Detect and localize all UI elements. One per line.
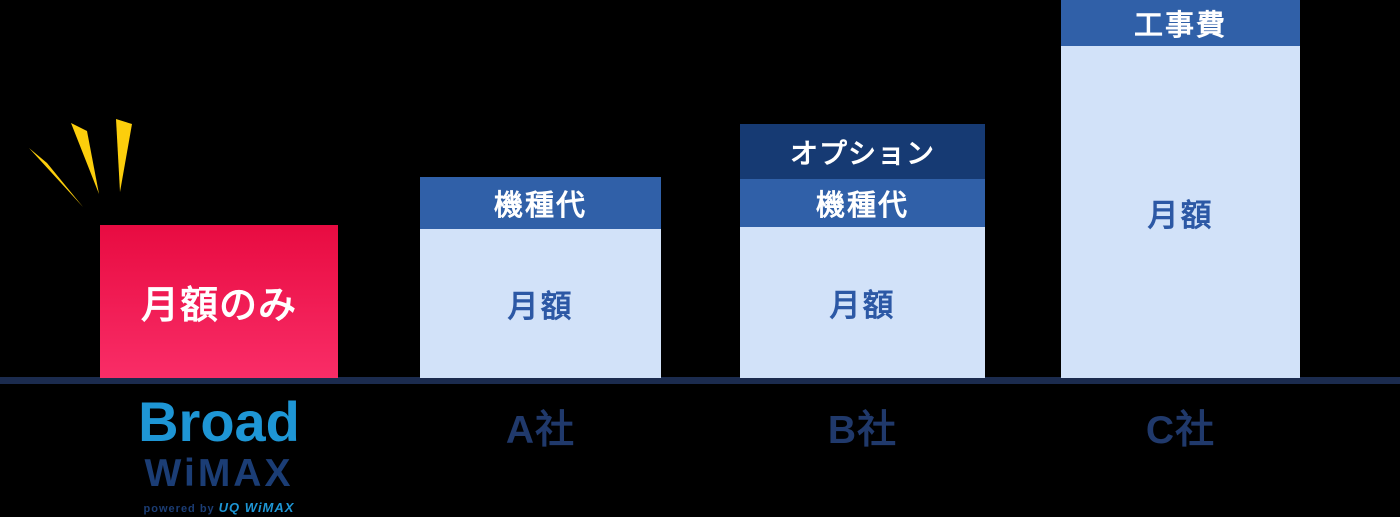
segment-label: 月額 bbox=[1147, 197, 1214, 233]
segment-label: 月額のみ bbox=[140, 285, 297, 327]
bar-broad-wimax: 月額のみ bbox=[100, 225, 338, 378]
axis-baseline bbox=[0, 377, 1400, 384]
segment-construction-fee: 工事費 bbox=[1061, 0, 1300, 46]
logo-broad-text: Broad bbox=[138, 390, 300, 453]
segment-label: 機種代 bbox=[815, 190, 909, 222]
segment-monthly-only: 月額のみ bbox=[100, 225, 338, 378]
bar-company-a: 機種代 月額 bbox=[420, 177, 661, 378]
segment-label: 月額 bbox=[829, 288, 896, 323]
segment-monthly-fee: 月額 bbox=[740, 227, 985, 378]
segment-monthly-fee: 月額 bbox=[1061, 46, 1300, 378]
segment-label: 工事費 bbox=[1133, 10, 1227, 42]
category-label-company-a: A社 bbox=[505, 409, 576, 452]
uq-wimax-logo-text: UQ WiMAX bbox=[218, 500, 295, 515]
bar-company-c: 工事費 月額 bbox=[1061, 0, 1300, 378]
category-label-company-b: B社 bbox=[827, 409, 898, 452]
segment-device-fee: 機種代 bbox=[740, 179, 985, 227]
segment-label: オプション bbox=[789, 137, 935, 169]
segment-monthly-fee: 月額 bbox=[420, 229, 661, 378]
logo-wimax-text: WiMAX bbox=[144, 452, 294, 495]
segment-device-fee: 機種代 bbox=[420, 177, 661, 229]
powered-by-text: powered by bbox=[143, 503, 215, 515]
bar-company-b: オプション 機種代 月額 bbox=[740, 124, 985, 378]
segment-label: 機種代 bbox=[493, 190, 587, 222]
category-label-company-c: C社 bbox=[1145, 409, 1216, 452]
segment-label: 月額 bbox=[507, 289, 574, 324]
emphasis-sparks-icon bbox=[29, 119, 132, 207]
segment-option-fee: オプション bbox=[740, 124, 985, 179]
